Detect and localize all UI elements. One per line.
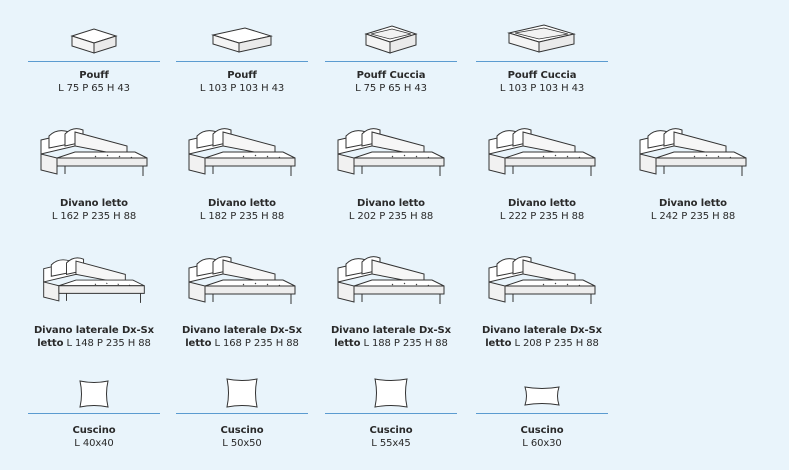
product-title: Divano letto xyxy=(60,198,128,209)
product-title-line2: letto xyxy=(185,338,212,349)
product-dimensions: L 40x40 xyxy=(74,438,114,449)
product-dimensions: L 75 P 65 H 43 xyxy=(58,83,130,94)
product-title: Divano laterale Dx-Sx xyxy=(330,325,452,336)
product-dimensions: L 202 P 235 H 88 xyxy=(348,211,434,222)
side-sofa-bed-icon xyxy=(325,252,457,308)
separator-line xyxy=(476,413,608,414)
sofa-bed-2-seat-icon xyxy=(28,124,160,180)
cushion-icon xyxy=(325,374,457,410)
product-title: Divano letto xyxy=(357,198,425,209)
product-title: Divano laterale Dx-Sx xyxy=(33,325,155,336)
pouf-bed-small-icon xyxy=(325,22,457,58)
sofa-bed-3-seat-icon xyxy=(325,124,457,180)
product-dimensions: L 103 P 103 H 43 xyxy=(499,83,585,94)
sofa-bed-3-seat-icon xyxy=(627,124,759,180)
product-title: Cuscino xyxy=(72,425,116,436)
product-dimensions: L 60x30 xyxy=(522,438,562,449)
product-dimensions: L 208 P 235 H 88 xyxy=(514,338,599,349)
cushion-icon xyxy=(176,374,308,410)
side-sofa-bed-3-seat-icon xyxy=(476,252,608,308)
side-sofa-bed-icon xyxy=(28,252,160,308)
sofa-bed-2-seat-icon xyxy=(176,124,308,180)
product-title: Divano laterale Dx-Sx xyxy=(481,325,603,336)
separator-line xyxy=(28,61,160,62)
separator-line xyxy=(476,61,608,62)
sofa-bed-3-seat-icon xyxy=(476,124,608,180)
product-title: Divano laterale Dx-Sx xyxy=(181,325,303,336)
product-title: Cuscino xyxy=(520,425,564,436)
product-title: Cuscino xyxy=(369,425,413,436)
product-title: Pouff Cuccia xyxy=(356,70,426,81)
separator-line xyxy=(176,61,308,62)
pouf-bed-large-icon xyxy=(476,20,608,58)
product-dimensions: L 103 P 103 H 43 xyxy=(199,83,285,94)
product-dimensions: L 182 P 235 H 88 xyxy=(199,211,285,222)
product-title: Pouff xyxy=(227,70,257,81)
separator-line xyxy=(325,413,457,414)
separator-line xyxy=(325,61,457,62)
side-sofa-bed-icon xyxy=(176,252,308,308)
product-title: Divano letto xyxy=(508,198,576,209)
product-dimensions: L 75 P 65 H 43 xyxy=(355,83,427,94)
product-title: Pouff Cuccia xyxy=(507,70,577,81)
cushion-icon xyxy=(28,376,160,410)
product-dimensions: L 55x45 xyxy=(371,438,411,449)
product-dimensions: L 162 P 235 H 88 xyxy=(51,211,137,222)
product-title: Pouff xyxy=(79,70,109,81)
product-dimensions: L 148 P 235 H 88 xyxy=(66,338,151,349)
separator-line xyxy=(28,413,160,414)
product-dimensions: L 242 P 235 H 88 xyxy=(650,211,736,222)
product-title-line2: letto xyxy=(37,338,64,349)
product-title: Divano letto xyxy=(208,198,276,209)
product-title: Cuscino xyxy=(220,425,264,436)
product-dimensions: L 188 P 235 H 88 xyxy=(363,338,448,349)
product-title: Divano letto xyxy=(659,198,727,209)
product-dimensions: L 222 P 235 H 88 xyxy=(499,211,585,222)
separator-line xyxy=(176,413,308,414)
pouf-small-icon xyxy=(28,22,160,58)
product-dimensions: L 50x50 xyxy=(222,438,262,449)
product-title-line2: letto xyxy=(485,338,512,349)
product-dimensions: L 168 P 235 H 88 xyxy=(214,338,299,349)
product-title-line2: letto xyxy=(334,338,361,349)
cushion-wide-icon xyxy=(476,384,608,408)
pouf-large-icon xyxy=(176,22,308,58)
